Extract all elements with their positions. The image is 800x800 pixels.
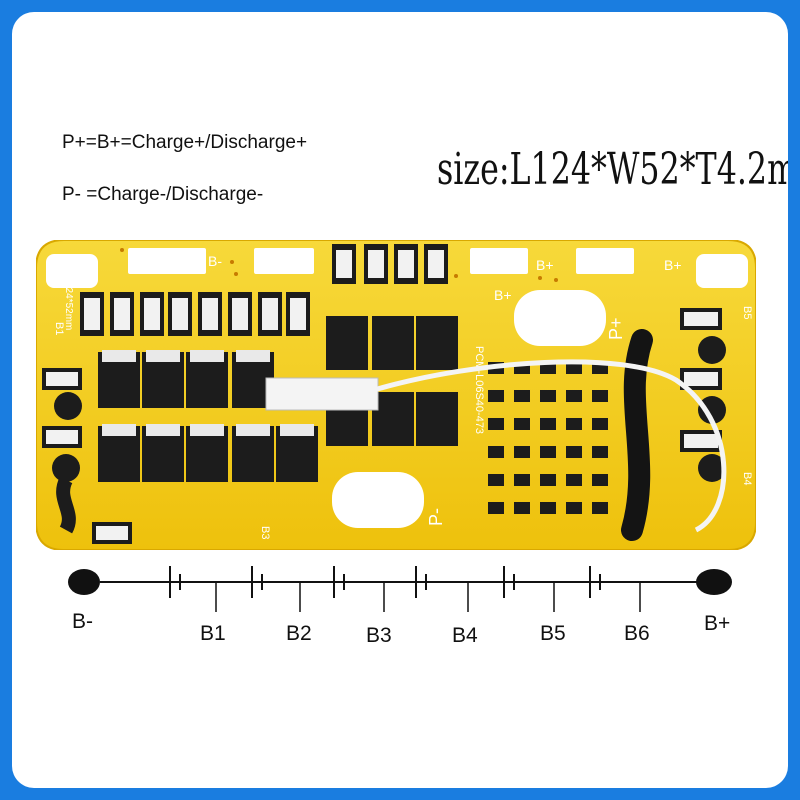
label-bplus: B+: [704, 612, 731, 635]
pad-bminus-3: [254, 248, 314, 274]
label-cell-b1: B1: [200, 622, 226, 645]
label-cell-b6: B6: [624, 622, 650, 645]
label-bminus: B-: [72, 610, 93, 633]
transistor-right-1: [698, 336, 726, 364]
thermistor-label: [265, 377, 379, 411]
top-resistor-row: [332, 244, 448, 284]
size-spec: size:L124*W52*T4.2mm: [437, 144, 788, 195]
terminal-bplus-dot: [696, 569, 732, 595]
mosfet-tabs: [102, 350, 314, 436]
pad-bminus-1: [46, 254, 98, 288]
label-cell-b4: B4: [452, 624, 478, 647]
svg-text:P+: P+: [606, 317, 626, 340]
svg-text:PCM-L06S40-473: PCM-L06S40-473: [473, 346, 485, 434]
svg-text:B3: B3: [259, 526, 271, 539]
thermistor-wire: [373, 359, 727, 533]
transistor-left-2: [52, 454, 80, 482]
transistor-right-3: [698, 454, 726, 482]
shunt-resistor-row: [80, 292, 310, 336]
bms-pcb-board: B- B+ B+ B+ P+ P- B1 B3 B4 B5 124*52mm P…: [36, 240, 756, 550]
terminal-bminus-dot: [68, 569, 100, 595]
svg-text:124*52mm: 124*52mm: [63, 282, 74, 330]
pad-pminus: [332, 472, 424, 528]
pad-bplus-2: [576, 248, 634, 274]
label-cell-b3: B3: [366, 624, 392, 647]
pad-pplus: [514, 290, 606, 346]
transistor-left-1: [54, 392, 82, 420]
pad-bplus-3: [696, 254, 748, 288]
svg-text:B+: B+: [664, 257, 682, 273]
svg-text:B+: B+: [536, 257, 554, 273]
svg-text:B1: B1: [53, 322, 65, 335]
svg-text:B-: B-: [208, 253, 222, 269]
svg-text:B+: B+: [494, 287, 512, 303]
pad-bplus-1: [470, 248, 528, 274]
discharge-legend-line: P- =Charge-/Discharge-: [62, 184, 264, 205]
svg-text:B5: B5: [741, 306, 753, 319]
charge-legend-line: P+=B+=Charge+/Discharge+: [62, 132, 308, 153]
label-cell-b5: B5: [540, 622, 566, 645]
cell-wiring-diagram: [68, 566, 732, 612]
label-cell-b2: B2: [286, 622, 312, 645]
pad-bminus-2: [128, 248, 206, 274]
svg-text:B4: B4: [741, 472, 753, 485]
svg-text:P-: P-: [426, 508, 446, 526]
ntc-thermistor: [621, 329, 653, 541]
transistor-right-2: [698, 396, 726, 424]
